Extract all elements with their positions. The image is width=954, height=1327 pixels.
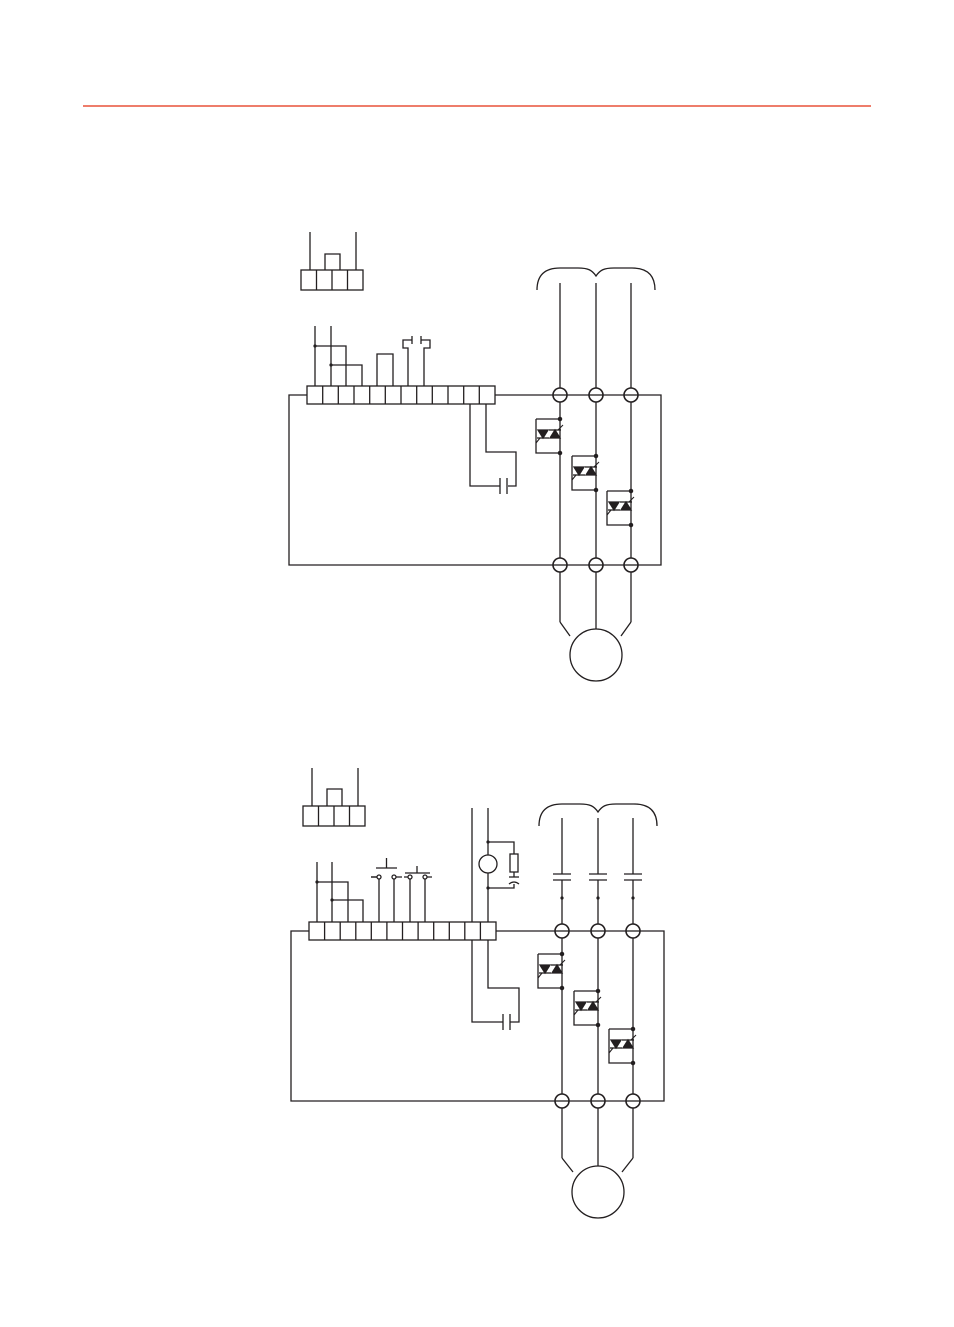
power-lines-2 (553, 818, 642, 1172)
power-terminal-l3 (624, 388, 638, 402)
aux-terminal-block (301, 232, 363, 290)
motor-symbol (570, 629, 622, 681)
thyristor-pair-l3-2 (609, 1027, 636, 1064)
power-terminal-l2-2 (591, 924, 605, 938)
thyristor-pair-l3 (607, 489, 634, 526)
diagram-bottom (291, 768, 664, 1218)
aux-terminal-block-2 (303, 768, 365, 826)
starter-enclosure (289, 395, 661, 565)
starter-enclosure-2 (291, 931, 664, 1101)
control-terminal-strip (307, 386, 495, 404)
power-terminal-t2-2 (591, 1094, 605, 1108)
thyristor-pair-l1 (536, 417, 563, 454)
contactor-coil-circuit (472, 808, 519, 922)
power-terminal-l1 (553, 388, 567, 402)
thyristor-pair-l1-2 (538, 952, 565, 989)
power-terminal-t1 (553, 558, 567, 572)
control-wiring-2 (315, 858, 432, 922)
thyristor-pair-l2-2 (574, 989, 601, 1026)
power-terminal-l2 (589, 388, 603, 402)
diagram-top (289, 232, 661, 681)
power-terminal-l3-2 (626, 924, 640, 938)
power-terminal-t1-2 (555, 1094, 569, 1108)
power-terminal-t3-2 (626, 1094, 640, 1108)
power-terminal-t3 (624, 558, 638, 572)
control-terminal-strip-2 (309, 922, 496, 940)
power-lines (560, 283, 631, 636)
capacitor-circuit-2 (472, 940, 519, 1030)
motor-symbol-2 (572, 1166, 624, 1218)
power-terminal-t2 (589, 558, 603, 572)
capacitor-circuit (470, 404, 516, 494)
power-terminal-l1-2 (555, 924, 569, 938)
contactor-coil (479, 855, 497, 873)
thyristor-pair-l2 (572, 454, 599, 491)
control-wiring (313, 326, 430, 386)
